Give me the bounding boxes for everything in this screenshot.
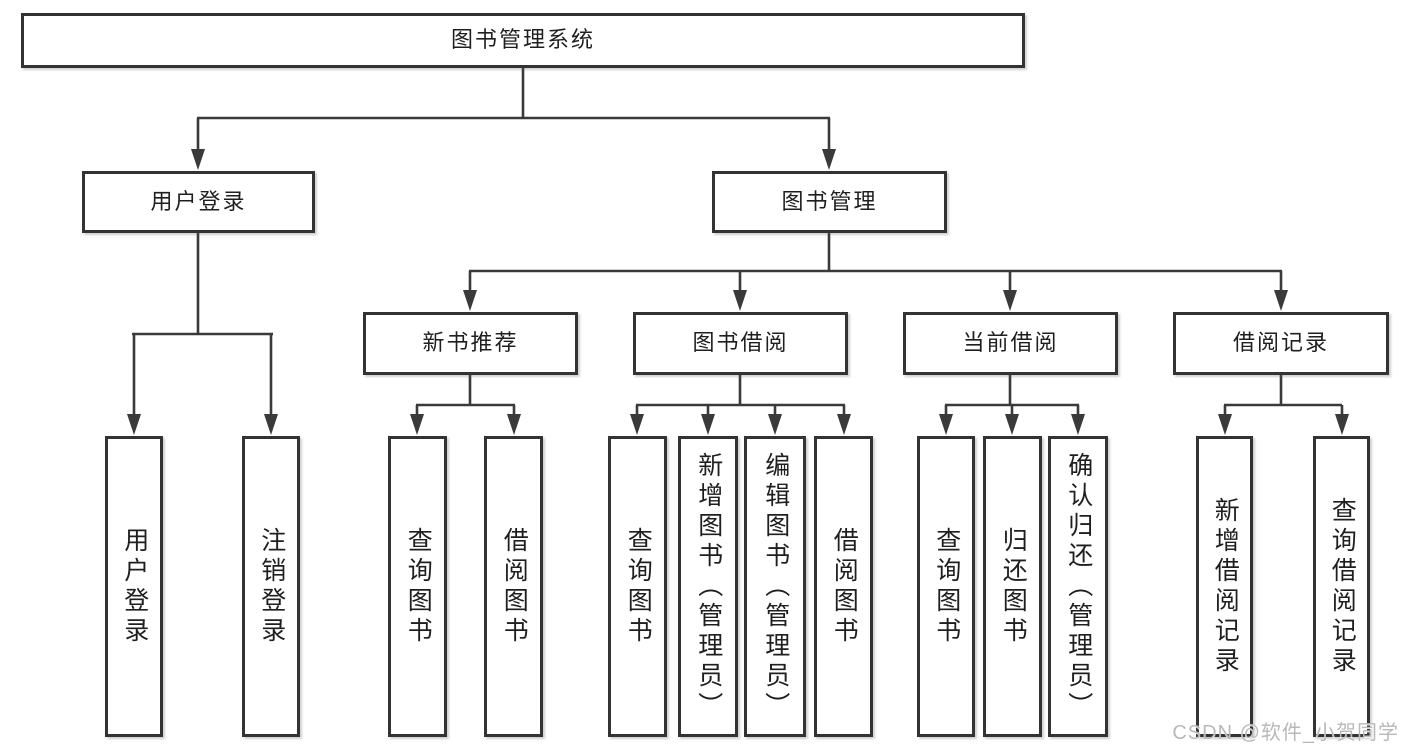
connector-line [635, 375, 846, 417]
connector-line [944, 375, 1080, 417]
arrow-down-icon [463, 290, 477, 311]
leaf-return-book: 归还图书 [983, 436, 1042, 737]
leaf-add-borrow-record: 新增借阅记录 [1196, 436, 1253, 737]
arrow-down-icon [701, 414, 715, 435]
connector-line [415, 375, 516, 417]
connector-line [1223, 375, 1344, 417]
leaf-borrow-books-recommend: 借阅图书 [484, 436, 543, 737]
connector-line [196, 68, 831, 151]
arrow-down-icon [191, 149, 205, 170]
arrow-down-icon [410, 414, 424, 435]
arrow-down-icon [507, 414, 521, 435]
node-new-book-recommend: 新书推荐 [363, 312, 578, 375]
leaf-add-book-admin: 新增图书（管理员） [678, 436, 738, 737]
connector-line [468, 233, 1283, 292]
leaf-query-borrow-record: 查询借阅记录 [1313, 436, 1370, 737]
arrow-down-icon [1003, 290, 1017, 311]
arrow-down-icon [837, 414, 851, 435]
leaf-confirm-return-admin: 确认归还（管理员） [1048, 436, 1108, 737]
leaf-query-books-current: 查询图书 [917, 436, 975, 737]
node-current-borrowing: 当前借阅 [903, 312, 1118, 375]
leaf-borrow-books: 借阅图书 [814, 436, 873, 737]
arrow-down-icon [1274, 290, 1288, 311]
node-library-management-system: 图书管理系统 [21, 13, 1025, 68]
connector-line [132, 233, 273, 416]
leaf-query-books-borrowing: 查询图书 [608, 436, 667, 737]
node-borrowing-records: 借阅记录 [1173, 312, 1389, 375]
leaf-query-books-recommend: 查询图书 [388, 436, 447, 737]
arrow-down-icon [264, 414, 278, 435]
arrow-down-icon [822, 149, 836, 170]
arrow-down-icon [1218, 414, 1232, 435]
leaf-user-login: 用户登录 [105, 436, 163, 737]
arrow-down-icon [1005, 414, 1019, 435]
leaf-edit-book-admin: 编辑图书（管理员） [744, 436, 806, 737]
arrow-down-icon [939, 414, 953, 435]
node-book-management: 图书管理 [712, 171, 947, 233]
leaf-logout: 注销登录 [242, 436, 300, 737]
arrow-down-icon [1071, 414, 1085, 435]
node-book-borrowing: 图书借阅 [633, 312, 848, 375]
arrow-down-icon [768, 414, 782, 435]
node-user-login: 用户登录 [82, 171, 315, 233]
watermark: CSDN @软件_小贺同学 [1172, 722, 1399, 744]
arrow-down-icon [127, 414, 141, 435]
arrow-down-icon [1335, 414, 1349, 435]
arrow-down-icon [630, 414, 644, 435]
arrow-down-icon [733, 290, 747, 311]
